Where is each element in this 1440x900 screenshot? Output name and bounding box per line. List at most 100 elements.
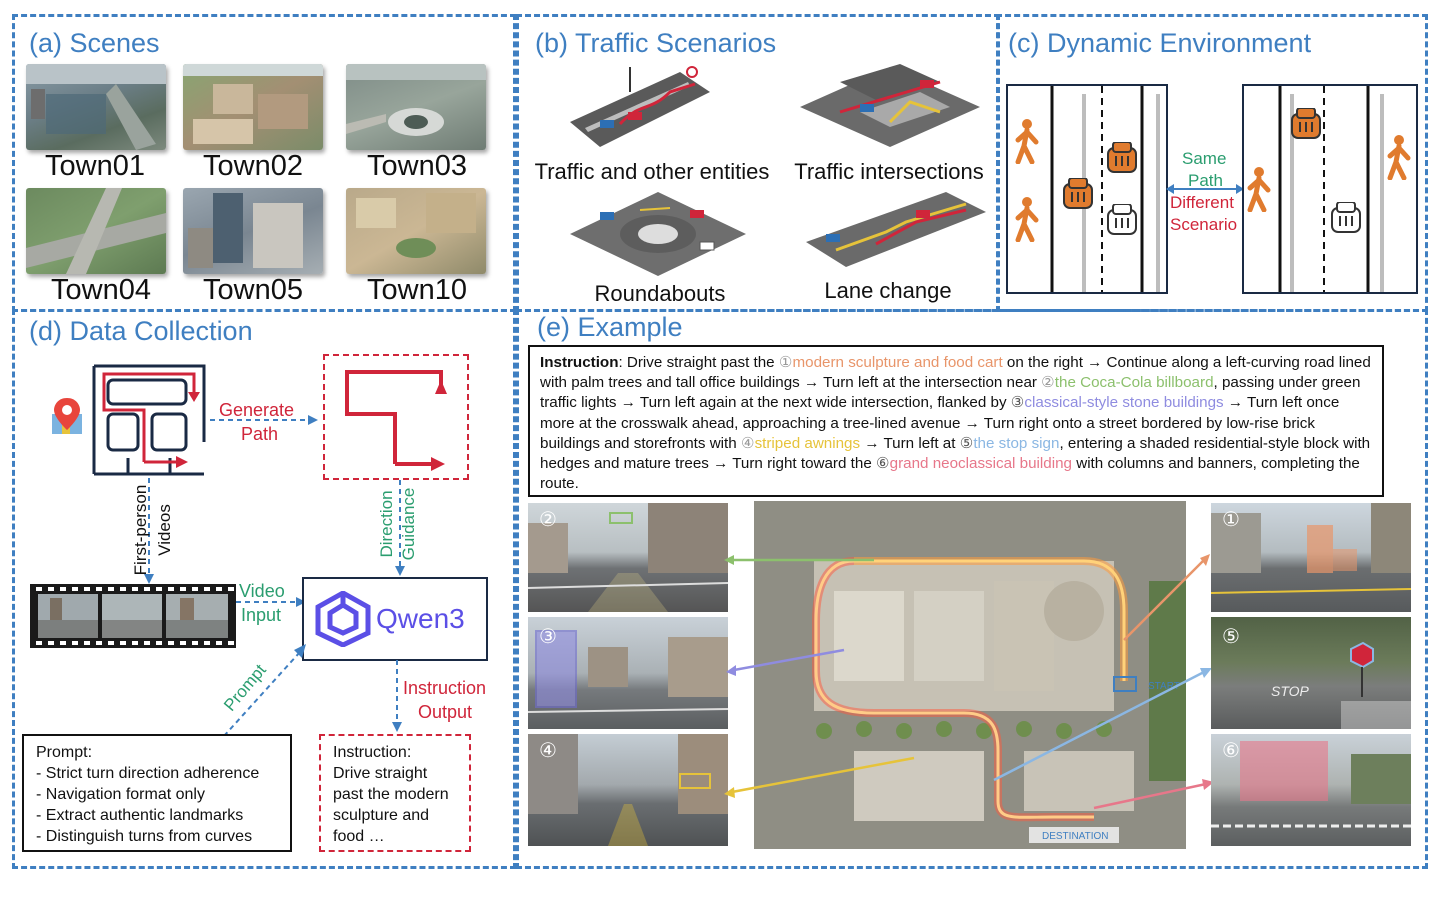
pedestrian-icon: [1015, 119, 1039, 164]
scenario-intersection-illustration: [800, 64, 980, 147]
instruction-text: → Turn left once more at the crosswalk a…: [540, 394, 1340, 452]
landmark-arrows: [724, 554, 1214, 810]
scenario-lane-change-label: Lane change: [824, 278, 952, 303]
direction-guidance-label-1: Direction: [377, 490, 396, 558]
same-path-label-2: Path: [1188, 171, 1223, 190]
town02-label: Town02: [203, 150, 303, 182]
town05-image: [183, 188, 323, 274]
instruction-text: , entering a shaded residential-style bl…: [540, 434, 1371, 473]
road-scene-left: [1006, 84, 1168, 294]
town04-render: [26, 188, 166, 274]
pedestrian-icon: [1247, 167, 1271, 212]
prompt-box-title: Prompt:: [36, 744, 93, 761]
arrow-right-icon: [210, 415, 318, 425]
arrow-down-icon: [395, 480, 405, 576]
instruction-output-line: Instruction:: [333, 744, 412, 761]
double-arrow-icon: [1166, 184, 1244, 194]
town05-render: [188, 193, 303, 268]
prompt-item: - Distinguish turns from curves: [36, 828, 253, 845]
road-right-lanes: [1278, 86, 1384, 292]
photo-number-6: ⑥: [1222, 740, 1240, 762]
dynamic-environment-title: (c) Dynamic Environment: [1008, 28, 1312, 58]
arrow-up-right-icon: [223, 644, 306, 737]
video-filmstrip: [30, 584, 236, 648]
car-icon: [1107, 142, 1137, 173]
photo-1-scene: [1211, 503, 1411, 594]
town10-image: [346, 188, 486, 274]
prompt-item: - Strict turn direction adherence: [36, 765, 260, 782]
prompt-item: - Extract authentic landmarks: [36, 807, 244, 824]
destination-label: DESTINATION: [1042, 831, 1109, 842]
town01-image: [26, 64, 166, 150]
landmark-text-4: striped awnings: [754, 434, 861, 452]
landmark-photo-1: [1211, 503, 1411, 612]
photo-number-2: ②: [539, 509, 557, 531]
instruction-output-box: Instruction: Drive straight past the mod…: [319, 734, 471, 852]
instruction-output-line: sculpture and: [333, 807, 430, 824]
first-person-label-1: First-person: [131, 484, 150, 576]
landmark-text-5: the stop sign: [973, 434, 1060, 452]
car-icon: [1063, 178, 1093, 209]
prompt-box: Prompt: - Strict turn direction adherenc…: [22, 734, 292, 852]
landmark-marker-6: ⑥: [876, 455, 890, 473]
photo-5-scene: [1341, 641, 1411, 729]
instruction-output-label-1: Instruction: [403, 678, 487, 698]
pedestrian-icon: [1387, 135, 1411, 180]
scenario-roundabout-label: Roundabouts: [594, 281, 726, 306]
start-label: START: [1148, 681, 1180, 692]
scenario-roundabout-illustration: [570, 192, 746, 276]
scenario-lane-change-illustration: [806, 192, 986, 267]
different-scenario-label-1: Different: [1170, 193, 1234, 212]
photo-number-1: ①: [1222, 509, 1240, 531]
filmstrip-frames: [36, 587, 234, 645]
aerial-map-scene: [754, 501, 1186, 849]
road-scene-right: [1242, 84, 1418, 294]
instruction-output-line: food …: [333, 828, 385, 845]
instruction-label: Instruction: [540, 354, 619, 371]
instruction-output-line: past the modern: [333, 786, 449, 803]
scenario-traffic-entities-illustration: [570, 66, 710, 147]
town04-label: Town04: [51, 274, 151, 306]
example-title: (e) Example: [537, 312, 683, 342]
first-person-label-2: Videos: [155, 504, 174, 556]
qwen3-label: Qwen3: [376, 603, 465, 634]
instruction-text: on the right → Continue along a left-cur…: [540, 354, 1371, 392]
example-instruction-box: Instruction: Drive straight past the ①mo…: [528, 345, 1384, 497]
photo-4-scene: [528, 734, 728, 846]
landmark-marker-5: ⑤: [959, 434, 974, 452]
arrow-right-icon: [236, 597, 306, 607]
generate-path-label-2: Path: [241, 424, 279, 444]
landmark-photo-4: [528, 734, 728, 846]
stop-road-text: STOP: [1271, 683, 1309, 699]
photo-number-3: ③: [539, 626, 557, 648]
video-input-label-2: Input: [241, 605, 282, 625]
instruction-text: , passing under green traffic lights → T…: [540, 374, 1361, 412]
map-pin-icon: [52, 398, 82, 434]
instruction-output-line: Drive straight: [333, 765, 428, 782]
landmark-photo-2: [528, 503, 728, 612]
town03-label: Town03: [367, 150, 467, 182]
town03-render: [346, 64, 486, 136]
landmark-marker-4: ④: [740, 434, 755, 452]
landmark-text-2: the Coca-Cola billboard: [1054, 374, 1214, 392]
landmark-text-6: grand neoclassical building: [889, 455, 1072, 473]
landmark-photo-6: [1211, 734, 1411, 846]
route-map-diagram: [92, 364, 206, 476]
landmark-photo-5: STOP: [1211, 617, 1411, 729]
traffic-scenarios-title: (b) Traffic Scenarios: [535, 28, 777, 58]
town04-image: [26, 188, 166, 274]
direction-guidance-label-2: Guidance: [399, 487, 418, 561]
town01-label: Town01: [45, 150, 145, 182]
arrow-down-icon: [144, 478, 154, 584]
town10-render: [356, 193, 476, 258]
instruction-output-label-2: Output: [418, 702, 473, 722]
generated-path-box: [323, 354, 469, 480]
landmark-text-3: classical-style stone buildings: [1024, 394, 1224, 412]
landmark-marker-1: ①: [778, 354, 793, 371]
town01-render: [26, 64, 166, 150]
town10-label: Town10: [367, 274, 467, 306]
photo-number-4: ④: [539, 740, 557, 762]
photo-6-scene: [1211, 741, 1411, 828]
car-icon: [1107, 204, 1137, 235]
scenes-title: (a) Scenes: [29, 28, 160, 58]
